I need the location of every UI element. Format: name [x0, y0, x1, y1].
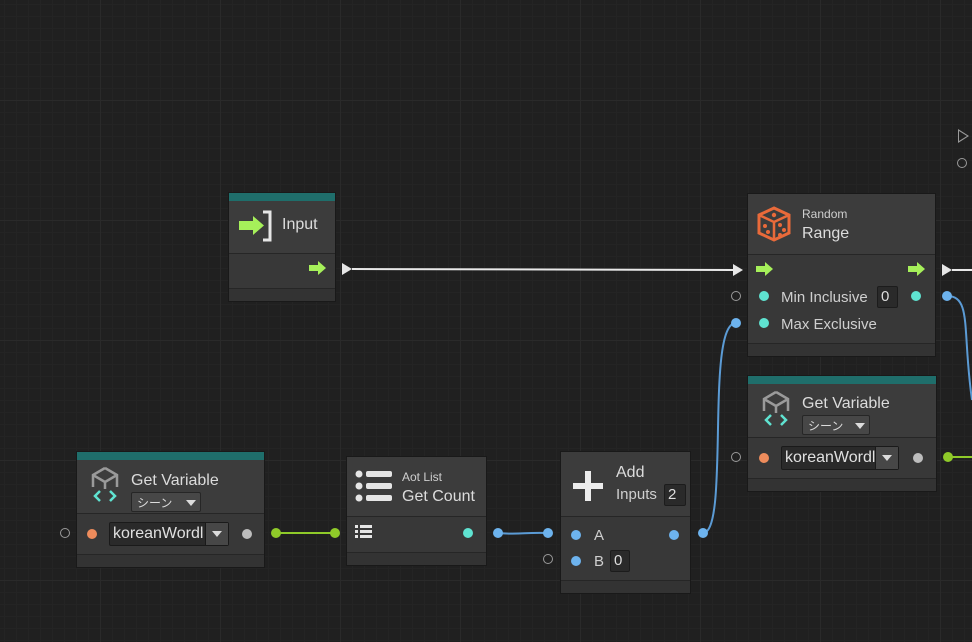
add-output-connector[interactable] [698, 528, 708, 538]
add-node[interactable]: Add Inputs 2 A B 0 [560, 451, 691, 594]
variable-kind-dropdown[interactable]: シーン [802, 415, 870, 435]
node-footer [561, 580, 690, 593]
node-accent-bar [229, 193, 335, 201]
min-inclusive-connector[interactable] [731, 291, 741, 301]
b-input-label: B [594, 553, 605, 570]
node-title: Range [802, 225, 850, 242]
inputs-count-field[interactable]: 2 [664, 484, 686, 506]
wire-add-to-max-exclusive[interactable] [702, 322, 737, 534]
get-count-input-connector[interactable] [330, 528, 340, 538]
node-header: Get Variable シーン [748, 384, 936, 438]
value-output-port[interactable] [242, 529, 252, 539]
node-accent-bar [77, 452, 264, 460]
input-flow-output-port[interactable] [342, 263, 352, 275]
node-category: Random [802, 207, 848, 221]
inputs-label: Inputs [616, 486, 657, 503]
b-input-port[interactable] [571, 556, 581, 566]
node-footer [748, 343, 935, 356]
node-footer [347, 552, 486, 565]
b-value-field[interactable]: 0 [610, 550, 630, 572]
count-output-port[interactable] [463, 528, 473, 538]
node-title: Get Variable [802, 395, 890, 412]
list-icon [355, 470, 392, 502]
result-output-port[interactable] [911, 291, 921, 301]
variable-dropdown-button[interactable] [875, 447, 898, 469]
node-header: Add Inputs 2 [561, 452, 690, 517]
offscreen-value-port[interactable] [957, 158, 967, 168]
variable-name-value: koreanWordl [113, 525, 204, 542]
flow-output-icon [908, 262, 925, 276]
a-input-port[interactable] [571, 530, 581, 540]
random-range-node[interactable]: Random Range Min Inclusive 0 Max Exclusi… [747, 193, 936, 357]
flow-wire-input-to-range[interactable] [351, 268, 734, 271]
wire-getcount-to-add-a[interactable] [497, 531, 549, 535]
get-variable-top-input-connector[interactable] [731, 452, 741, 462]
node-category: Aot List [402, 470, 443, 484]
chevron-down-icon [855, 423, 865, 429]
get-variable-bottom-input-connector[interactable] [60, 528, 70, 538]
node-accent-bar [748, 376, 936, 384]
chevron-down-icon [186, 500, 196, 506]
chevron-down-icon [882, 455, 892, 461]
range-flow-input-port[interactable] [733, 264, 743, 276]
min-inclusive-field[interactable]: 0 [877, 286, 898, 308]
min-inclusive-port[interactable] [759, 291, 769, 301]
variable-name-value: koreanWordl [785, 449, 876, 466]
flow-input-icon [756, 262, 773, 276]
aot-list-get-count-node[interactable]: Aot List Get Count [346, 456, 487, 566]
unity-variable-icon [762, 390, 790, 426]
add-a-connector[interactable] [543, 528, 553, 538]
input-node[interactable]: Input [228, 192, 336, 302]
node-title: Input [282, 216, 318, 233]
node-title: Add [616, 464, 645, 481]
get-variable-bottom-output-connector[interactable] [271, 528, 281, 538]
flow-output-icon [309, 261, 326, 275]
wire-range-result-out[interactable] [946, 295, 972, 401]
min-inclusive-label: Min Inclusive [781, 289, 868, 306]
unity-variable-icon [91, 466, 119, 502]
variable-kind-value: シーン [808, 419, 844, 433]
dice-icon [757, 206, 791, 242]
range-flow-output-port[interactable] [942, 264, 952, 276]
value-output-port[interactable] [913, 453, 923, 463]
offscreen-flow-port[interactable] [958, 129, 969, 143]
variable-name-port[interactable] [759, 453, 769, 463]
max-exclusive-port[interactable] [759, 318, 769, 328]
variable-name-select[interactable]: koreanWordl [109, 522, 229, 546]
node-title: Get Count [402, 488, 475, 505]
max-exclusive-connector[interactable] [731, 318, 741, 328]
input-icon [239, 210, 272, 242]
variable-kind-dropdown[interactable]: シーン [131, 492, 201, 512]
a-input-label: A [594, 527, 605, 544]
node-header: Input [229, 201, 335, 254]
plus-icon [573, 471, 603, 501]
get-variable-node-top[interactable]: Get Variable シーン koreanWordl [747, 375, 937, 492]
node-title: Get Variable [131, 472, 219, 489]
add-b-connector[interactable] [543, 554, 553, 564]
get-variable-top-output-connector[interactable] [943, 452, 953, 462]
node-footer [229, 288, 335, 301]
get-variable-node-bottom[interactable]: Get Variable シーン koreanWordl [76, 451, 265, 568]
range-result-connector[interactable] [942, 291, 952, 301]
variable-kind-value: シーン [137, 496, 173, 510]
list-port-icon [355, 525, 372, 538]
node-header: Aot List Get Count [347, 457, 486, 517]
node-footer [77, 554, 264, 567]
variable-name-port[interactable] [87, 529, 97, 539]
variable-name-select[interactable]: koreanWordl [781, 446, 899, 470]
variable-dropdown-button[interactable] [205, 523, 228, 545]
node-header: Get Variable シーン [77, 460, 264, 514]
sum-output-port[interactable] [669, 530, 679, 540]
chevron-down-icon [212, 531, 222, 537]
get-count-output-connector[interactable] [493, 528, 503, 538]
node-footer [748, 478, 936, 491]
max-exclusive-label: Max Exclusive [781, 316, 877, 333]
node-header: Random Range [748, 194, 935, 255]
